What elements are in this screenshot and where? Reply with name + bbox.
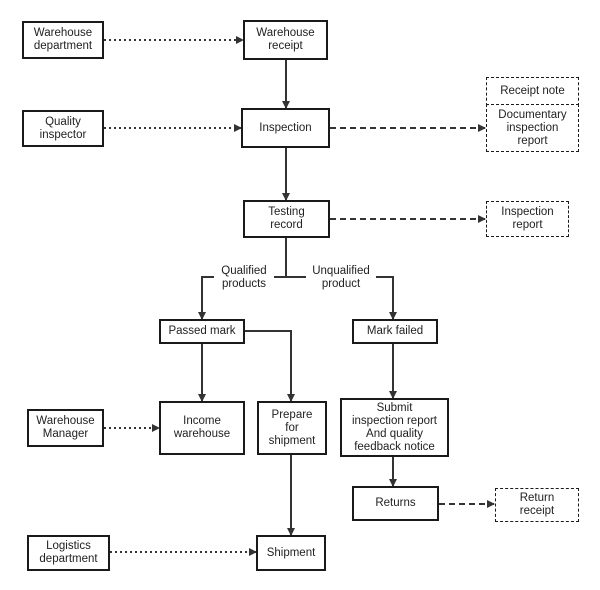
return-receipt-node: Return receipt <box>495 488 579 522</box>
returns-node: Returns <box>352 486 439 521</box>
submit-inspection-report-node: Submit inspection report And quality fee… <box>340 398 449 457</box>
warehouse-receipt-node: Warehouse receipt <box>243 20 328 60</box>
testing-record-node: Testing record <box>243 200 330 238</box>
passed-mark-node: Passed mark <box>159 319 245 344</box>
logistics-department-node: Logistics department <box>27 535 110 571</box>
warehouse-manager-node: Warehouse Manager <box>27 409 104 447</box>
warehouse-department-node: Warehouse department <box>22 21 104 59</box>
unqualified-product-label: Unqualified product <box>306 265 376 292</box>
inspection-node: Inspection <box>241 108 330 148</box>
quality-inspector-node: Quality inspector <box>22 110 104 147</box>
qualified-products-label: Qualified products <box>214 265 274 292</box>
edge-passed-to-prepare <box>245 330 295 402</box>
mark-failed-node: Mark failed <box>352 319 438 344</box>
income-warehouse-node: Income warehouse <box>159 401 245 455</box>
receipt-note-node: Receipt note <box>486 77 579 106</box>
shipment-node: Shipment <box>256 535 326 571</box>
inspection-report-node: Inspection report <box>486 201 569 237</box>
prepare-for-shipment-node: Prepare for shipment <box>257 401 327 455</box>
documentary-inspection-report-node: Documentary inspection report <box>486 104 579 152</box>
